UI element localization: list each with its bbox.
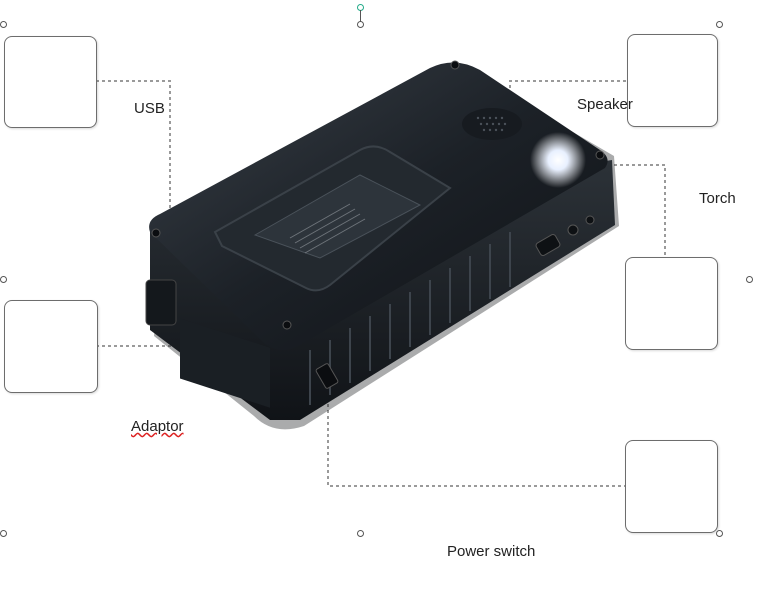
rotation-stem [360, 10, 361, 24]
torch-callout-box [625, 257, 718, 350]
speaker-label: Speaker [577, 96, 633, 113]
frame-handle[interactable] [716, 530, 723, 537]
usb-connector-line [96, 80, 171, 250]
usb-label: USB [134, 100, 165, 117]
speaker-callout-box [627, 34, 718, 127]
power-switch-callout-box [625, 440, 718, 533]
power-switch-label: Power switch [447, 543, 536, 560]
adaptor-label: Adaptor [131, 418, 184, 435]
adaptor-callout-box [4, 300, 98, 393]
frame-handle[interactable] [0, 276, 7, 283]
usb-callout-box [4, 36, 97, 128]
torch-connector-line [560, 164, 666, 258]
frame-handle[interactable] [0, 21, 7, 28]
frame-handle[interactable] [716, 21, 723, 28]
speaker-connector-line [509, 80, 626, 130]
frame-handle[interactable] [746, 276, 753, 283]
frame-handle[interactable] [0, 530, 7, 537]
frame-handle[interactable] [357, 21, 364, 28]
frame-handle[interactable] [357, 530, 364, 537]
power-switch-connector-line [327, 380, 627, 487]
satellite-meter-device [145, 60, 619, 430]
torch-label: Torch [699, 190, 736, 207]
